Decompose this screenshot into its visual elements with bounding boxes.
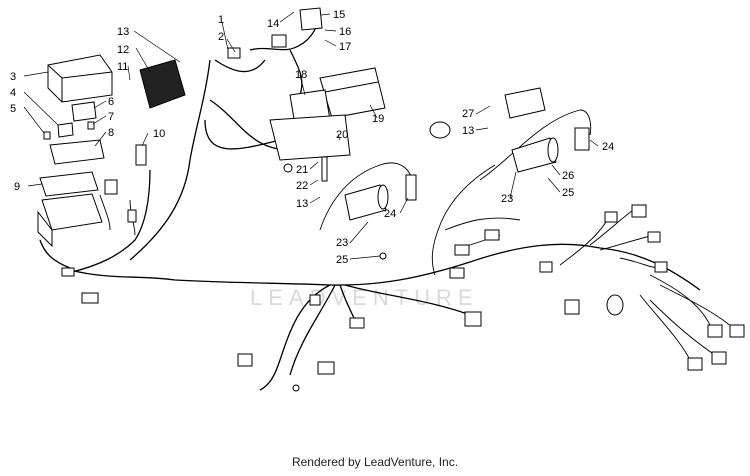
callout-12: 12 (117, 44, 129, 56)
callout-8: 8 (108, 127, 114, 139)
fuse-box-cover-part-3 (47, 54, 113, 103)
relay-part-4 (57, 122, 74, 138)
callout-16: 16 (339, 26, 351, 38)
callout-10: 10 (153, 128, 165, 140)
fuse-part-7 (87, 121, 95, 130)
callout-5: 5 (10, 103, 16, 115)
callout-6: 6 (108, 96, 114, 108)
callout-9: 9 (14, 181, 20, 193)
callout-14: 14 (267, 18, 279, 30)
callout-19: 19 (372, 113, 384, 125)
callout-3: 3 (10, 71, 16, 83)
leader-lines (23, 11, 599, 260)
harness-connectors (61, 179, 745, 392)
watermark-text: LEADVENTURE (250, 285, 479, 310)
bracket-part-20 (269, 114, 351, 161)
callout-22: 22 (296, 180, 308, 192)
callout-17: 17 (339, 41, 351, 53)
callout-23: 23 (336, 237, 348, 249)
callout-1: 1 (218, 14, 224, 26)
callout-13b: 13 (296, 198, 308, 210)
callout-2: 2 (218, 31, 224, 43)
callout-7: 7 (108, 111, 114, 123)
callout-24b: 24 (602, 141, 614, 153)
relay-part-15 (299, 7, 323, 31)
clamp-part-27 (429, 121, 451, 139)
callout-11: 11 (117, 61, 128, 73)
fuse-part-5 (43, 131, 51, 140)
connector-part-14 (271, 34, 287, 48)
spark-plug-cap-part-24b (574, 127, 590, 151)
fuse-block-part-8 (49, 139, 105, 165)
callout-23b: 23 (501, 193, 513, 205)
callout-24: 24 (384, 208, 396, 220)
relay-part-6 (71, 101, 97, 122)
callout-4: 4 (10, 87, 16, 99)
callout-21: 21 (296, 164, 308, 176)
voltage-regulator-part-12 (139, 59, 186, 109)
callout-25b: 25 (562, 187, 574, 199)
callout-26: 26 (562, 170, 574, 182)
callout-13c: 13 (462, 125, 474, 137)
footer-credit: Rendered by LeadVenture, Inc. (291, 455, 459, 469)
callout-15: 15 (333, 9, 345, 21)
callout-18: 18 (295, 69, 307, 81)
ecu-module-part-19 (319, 67, 386, 119)
fuse-panel-part-9 (37, 171, 103, 248)
callout-13: 13 (117, 26, 129, 38)
spark-plug-cap-part-24a (405, 174, 417, 201)
sensor-part-10 (135, 144, 147, 166)
ignition-coil-part-23b (511, 137, 559, 173)
callouts: 1 2 3 4 5 6 7 8 9 10 11 12 13 14 15 16 1… (10, 9, 614, 266)
bolt-part-22 (321, 156, 328, 182)
connector-part-1 (227, 47, 241, 59)
callout-20: 20 (336, 129, 348, 141)
callout-25: 25 (336, 254, 348, 266)
main-harness (39, 19, 736, 391)
starter-motor-part-27-area (504, 87, 546, 119)
callout-27: 27 (462, 108, 474, 120)
ignition-coil-part-23a (344, 184, 389, 221)
watermark: LEADVENTURE (250, 285, 479, 310)
washer-part-21 (283, 163, 293, 173)
